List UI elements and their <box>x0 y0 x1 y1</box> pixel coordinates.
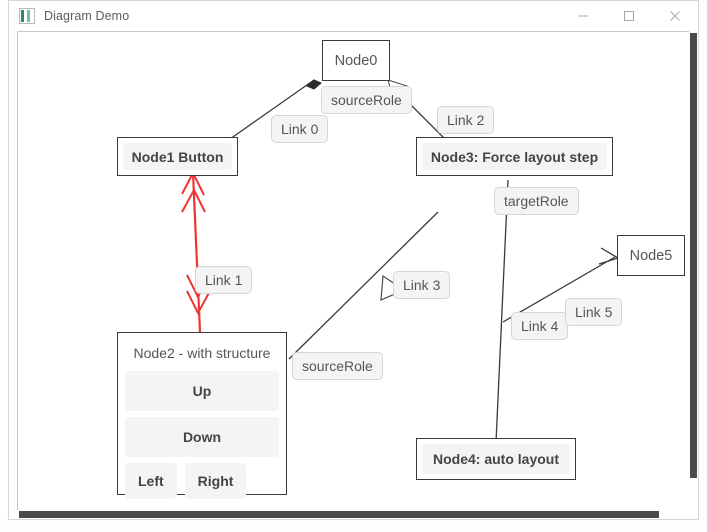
node-node1-label[interactable]: Node1 Button <box>123 143 232 170</box>
horizontal-scrollbar-thumb[interactable] <box>19 511 659 518</box>
node-node0-label: Node0 <box>334 52 378 69</box>
node-node3[interactable]: Node3: Force layout step <box>416 137 613 176</box>
vertical-scrollbar[interactable] <box>689 31 698 512</box>
horizontal-scrollbar[interactable] <box>17 510 692 519</box>
diagram-demo-window: Diagram Demo <box>8 0 699 520</box>
title-bar[interactable]: Diagram Demo <box>9 1 698 32</box>
node-node2-button-down[interactable]: Down <box>125 417 279 457</box>
link-label-link1[interactable]: Link 1 <box>195 266 253 294</box>
node-node4-label[interactable]: Node4: auto layout <box>422 444 570 474</box>
node-node2-button-right[interactable]: Right <box>184 463 247 499</box>
link-0-diamond-icon <box>306 79 322 90</box>
link-1-chevron-mid-2-icon <box>186 290 211 316</box>
background-bottom <box>0 518 707 532</box>
node-node0[interactable]: Node0 <box>322 40 390 81</box>
node-node3-label[interactable]: Node3: Force layout step <box>422 143 607 170</box>
window-controls <box>560 1 698 31</box>
maximize-icon[interactable] <box>606 1 652 31</box>
node-node5[interactable]: Node5 <box>617 235 685 276</box>
role-label-source-3[interactable]: sourceRole <box>292 352 383 380</box>
link-label-link5[interactable]: Link 5 <box>565 298 623 326</box>
node-node2[interactable]: Node2 - with structure Up Down Left Righ… <box>117 332 287 499</box>
link-label-link4[interactable]: Link 4 <box>511 312 569 340</box>
close-icon[interactable] <box>652 1 698 31</box>
role-label-target-2[interactable]: targetRole <box>494 187 579 215</box>
diagram-canvas[interactable]: Node0 Node1 Button Node3: Force layout s… <box>17 31 692 512</box>
link-5-arrowhead-icon <box>598 247 620 265</box>
node-node2-button-up[interactable]: Up <box>125 371 279 411</box>
link-label-link2[interactable]: Link 2 <box>437 106 495 134</box>
link-5-line[interactable] <box>502 256 616 323</box>
link-label-link3[interactable]: Link 3 <box>393 271 451 299</box>
node-node2-button-row: Left Right <box>125 463 279 499</box>
link-3-line[interactable] <box>288 211 439 360</box>
app-icon <box>19 8 35 24</box>
role-label-source-0[interactable]: sourceRole <box>321 86 412 114</box>
link-4-line[interactable] <box>494 179 509 465</box>
vertical-scrollbar-thumb[interactable] <box>690 33 697 478</box>
node-node5-label: Node5 <box>629 247 673 264</box>
window-title: Diagram Demo <box>44 9 130 23</box>
background-left <box>0 0 8 532</box>
minimize-icon[interactable] <box>560 1 606 31</box>
diagram-surface[interactable]: Node0 Node1 Button Node3: Force layout s… <box>18 32 691 511</box>
link-1-line[interactable] <box>191 172 202 333</box>
link-1-arrowhead-up-2-icon <box>181 187 206 213</box>
node-node2-title: Node2 - with structure <box>133 345 271 361</box>
node-node4[interactable]: Node4: auto layout <box>416 438 576 480</box>
link-label-link0[interactable]: Link 0 <box>271 115 329 143</box>
node-node2-button-left[interactable]: Left <box>125 463 177 499</box>
node-node1[interactable]: Node1 Button <box>117 137 238 176</box>
link-0-line[interactable] <box>229 79 315 140</box>
